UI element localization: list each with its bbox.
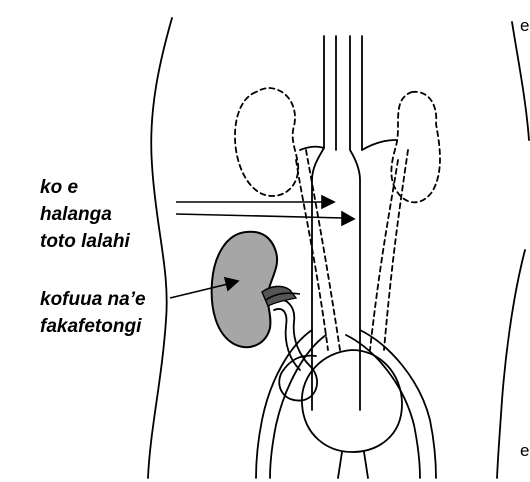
label-transplant-kidney-line1: kofuua na’e bbox=[40, 289, 146, 311]
aorta bbox=[312, 36, 324, 410]
label-vessels-line3: toto lalahi bbox=[40, 231, 130, 253]
body-outline-right bbox=[497, 22, 529, 478]
native-kidney-left bbox=[235, 88, 298, 196]
native-ureter-right-a bbox=[370, 160, 398, 350]
renal-vessel-left bbox=[300, 147, 324, 150]
iliac-vessel-left-outer bbox=[256, 330, 312, 478]
bladder bbox=[302, 350, 402, 452]
iliac-vessel-right-inner bbox=[346, 335, 420, 478]
iliac-vessel-left-inner bbox=[270, 335, 326, 478]
arrowhead-upper bbox=[322, 196, 334, 208]
label-vessels-line1: ko e bbox=[40, 177, 78, 199]
label-transplant-kidney-line2: fakafetongi bbox=[40, 316, 141, 338]
renal-vessel-right bbox=[362, 140, 396, 150]
transplant-kidney-vessel bbox=[262, 286, 296, 306]
arrowhead-lower bbox=[342, 212, 354, 225]
native-ureter-right-b bbox=[384, 150, 408, 350]
native-kidney-right bbox=[391, 92, 440, 203]
label-vessels-line2: halanga bbox=[40, 204, 112, 226]
transplant-ureter-inner bbox=[274, 309, 300, 370]
body-outline-left bbox=[148, 18, 172, 478]
bladder-neck bbox=[338, 452, 368, 478]
vena-cava bbox=[350, 36, 360, 410]
